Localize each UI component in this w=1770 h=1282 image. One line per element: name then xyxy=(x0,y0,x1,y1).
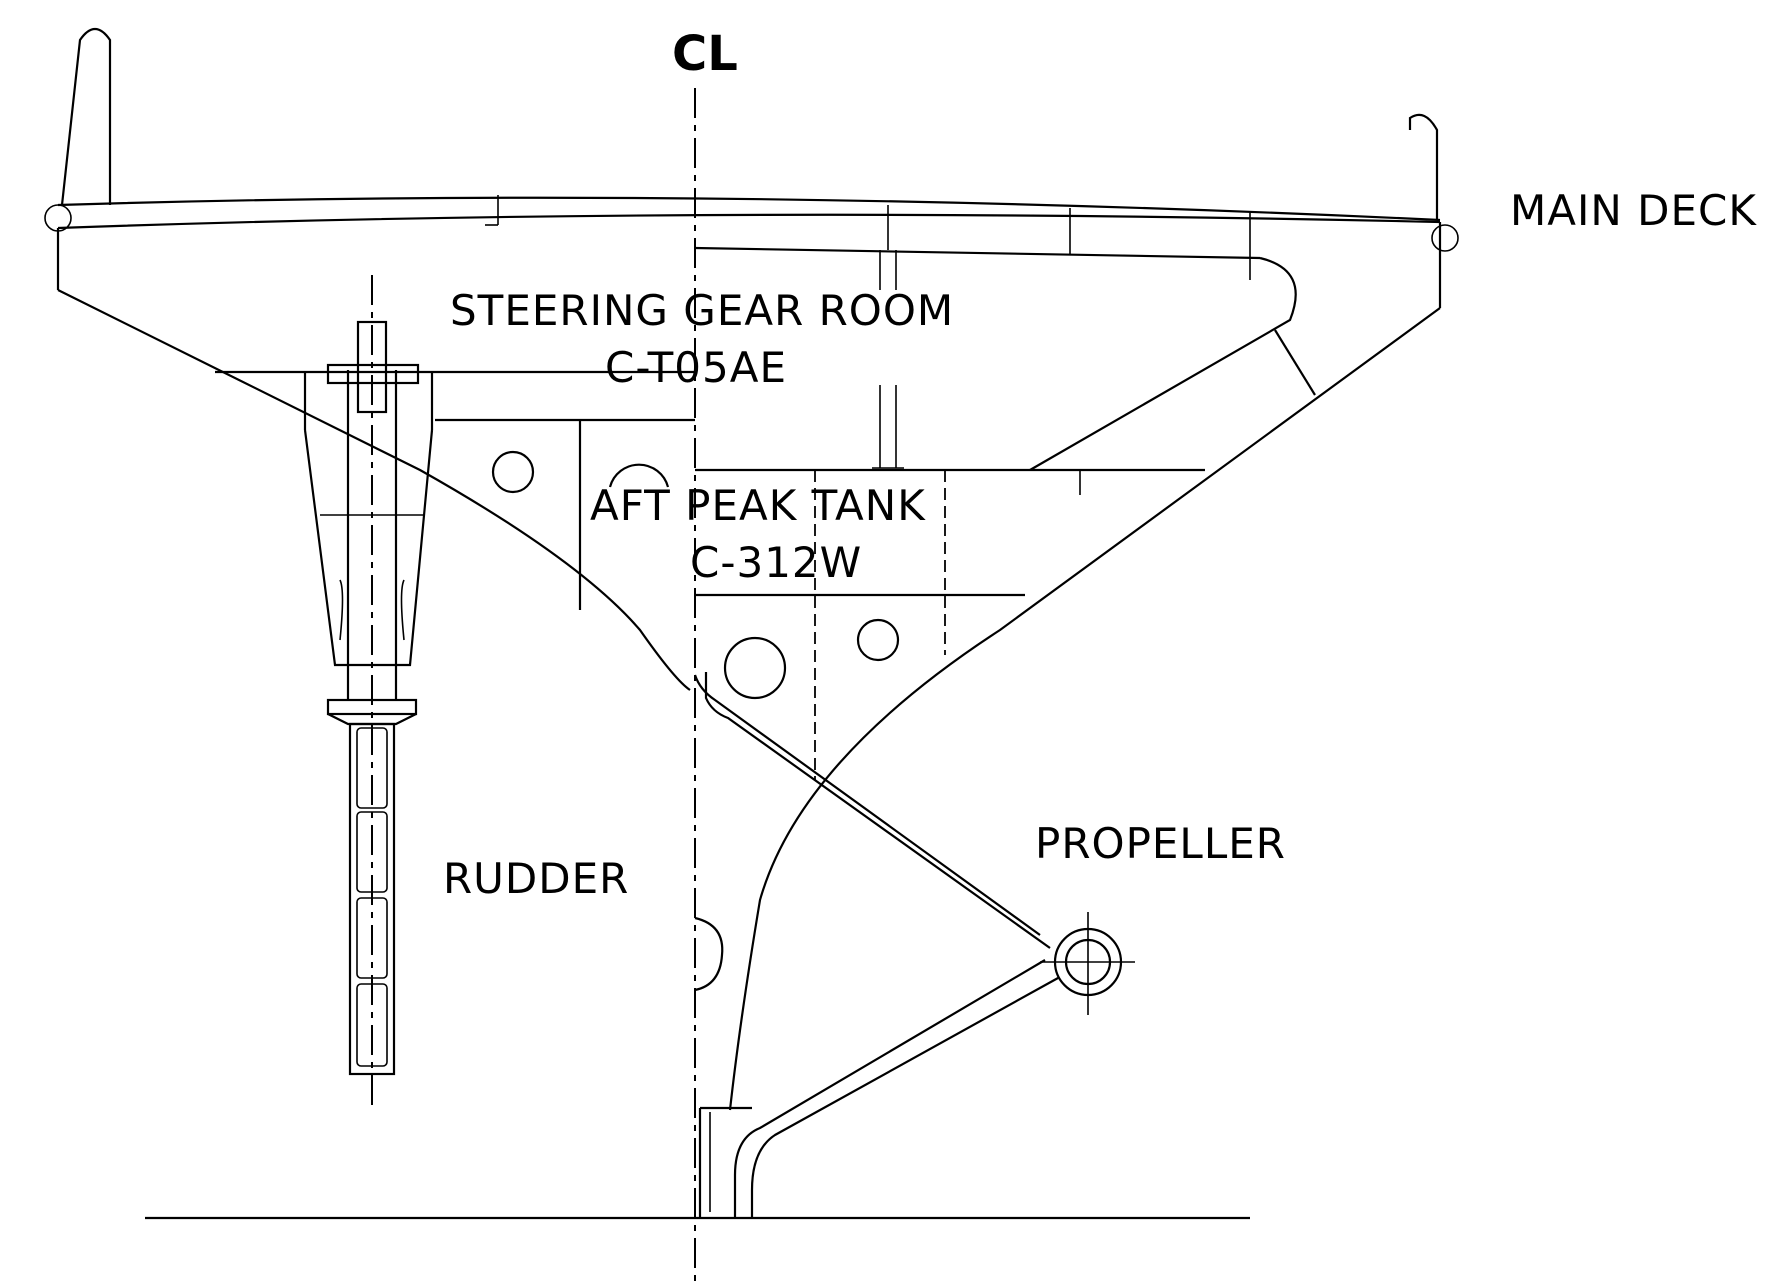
steering-gear-room-code: C-T05AE xyxy=(605,343,787,392)
aft-peak-tank-code: C-312W xyxy=(690,538,862,587)
shaft-bracket xyxy=(693,672,1135,1218)
steering-gear-room-label: STEERING GEAR ROOM xyxy=(450,286,954,335)
aft-peak-tank-label: AFT PEAK TANK xyxy=(590,481,926,530)
hull-outline xyxy=(56,222,1442,1111)
rudder-label: RUDDER xyxy=(443,854,629,903)
main-deck-label: MAIN DECK xyxy=(1510,186,1757,235)
centerline-symbol: CL xyxy=(672,26,738,82)
main-deck xyxy=(44,27,1459,280)
steering-gear-room-boundary xyxy=(694,246,1316,471)
rudder-assembly xyxy=(303,275,434,1110)
propeller-label: PROPELLER xyxy=(1035,819,1286,868)
aft-peak-tank-boundary xyxy=(215,370,1205,780)
